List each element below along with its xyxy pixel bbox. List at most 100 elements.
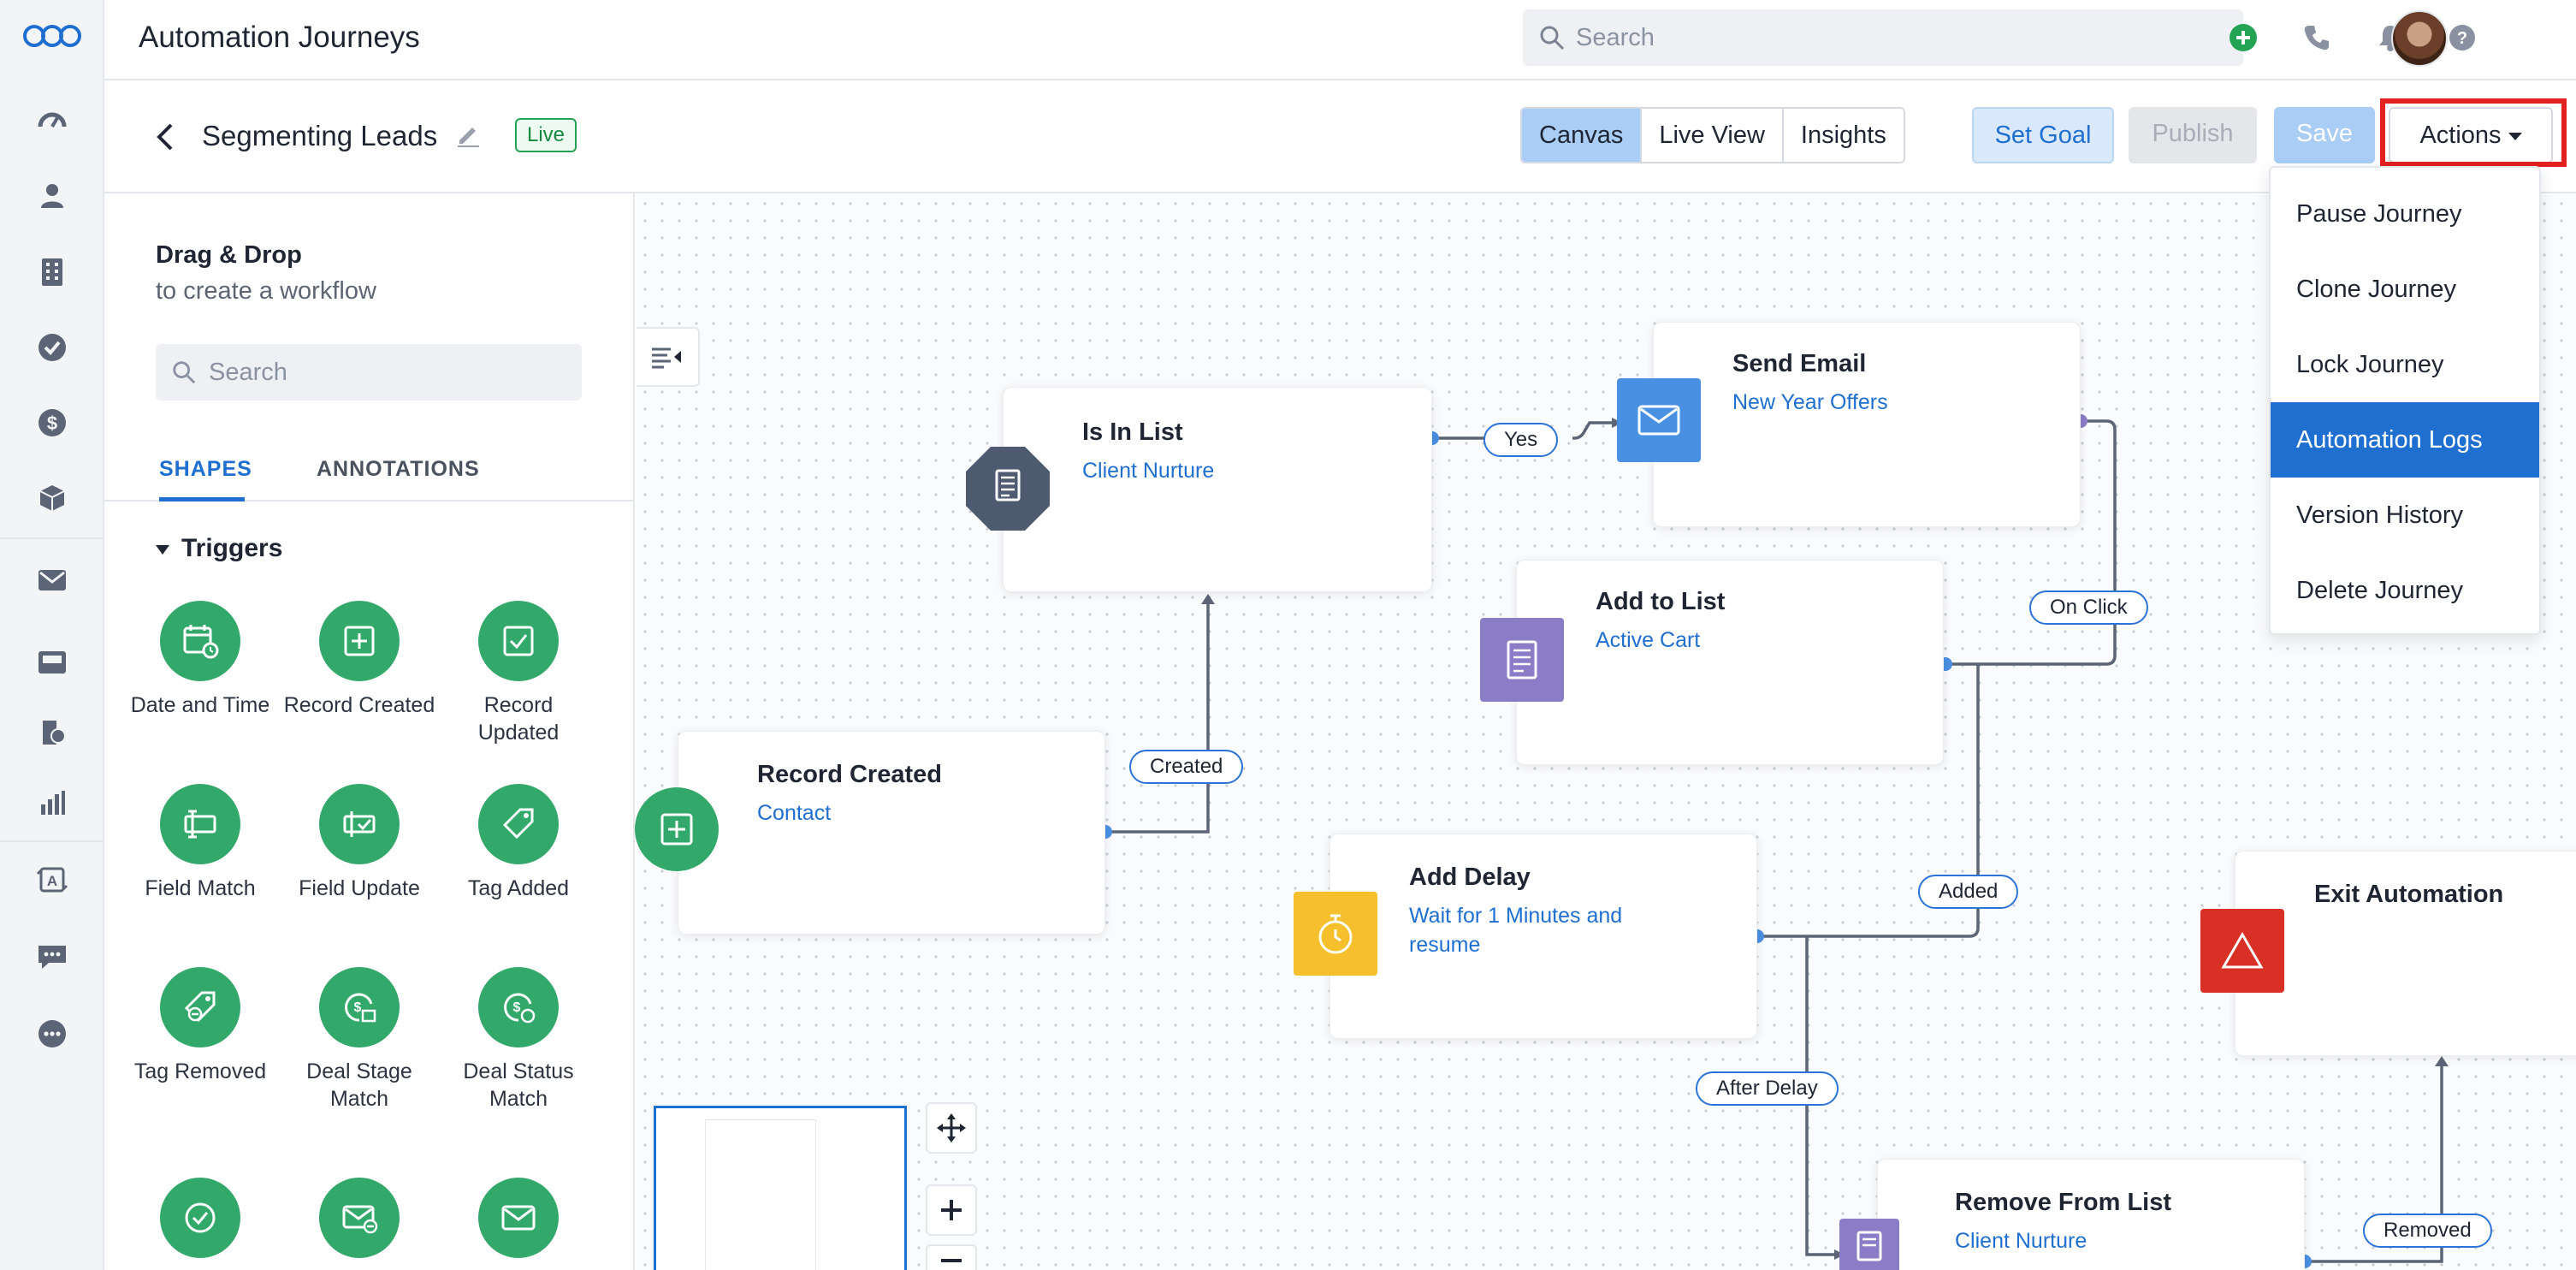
- active-tab-indicator: [159, 497, 245, 501]
- edge-label-after-delay[interactable]: After Delay: [1696, 1071, 1839, 1106]
- section-title: Triggers: [181, 534, 283, 562]
- edge-label-added[interactable]: Added: [1918, 875, 2019, 909]
- dashboard-icon[interactable]: [30, 98, 74, 142]
- shape-tag-added[interactable]: Tag Added: [441, 784, 595, 902]
- products-icon[interactable]: [30, 476, 74, 520]
- node-is-in-list[interactable]: Is In List Client Nurture: [1003, 387, 1432, 592]
- pan-tool-button[interactable]: [926, 1102, 977, 1154]
- node-subtitle: Client Nurture: [1955, 1229, 2087, 1253]
- inbox-icon[interactable]: [30, 640, 74, 685]
- list-icon: [1480, 618, 1564, 702]
- email-icon[interactable]: [30, 558, 74, 602]
- search-icon: [1540, 26, 1565, 50]
- zoom-out-button[interactable]: [926, 1244, 977, 1270]
- minimap-viewport[interactable]: [654, 1106, 907, 1270]
- node-add-to-list[interactable]: Add to List Active Cart: [1516, 560, 1944, 765]
- tag-remove-icon: [160, 967, 240, 1047]
- svg-text:$: $: [513, 1000, 521, 1015]
- journey-toolbar: Segmenting Leads Live Canvas Live View I…: [104, 82, 2576, 193]
- back-arrow-icon[interactable]: [154, 122, 178, 152]
- shape-date-and-time[interactable]: Date and Time: [123, 601, 277, 719]
- save-button[interactable]: Save: [2274, 107, 2375, 163]
- triggers-section-toggle[interactable]: Triggers: [156, 534, 282, 563]
- svg-text:?: ?: [2457, 29, 2467, 48]
- minimap-inner: [705, 1119, 816, 1270]
- menu-item-delete-journey[interactable]: Delete Journey: [2296, 577, 2464, 604]
- menu-item-pause-journey[interactable]: Pause Journey: [2296, 200, 2462, 228]
- shape-deal-status-match[interactable]: $ Deal Status Match: [441, 967, 595, 1113]
- tab-annotations[interactable]: ANNOTATIONS: [317, 457, 480, 481]
- menu-item-version-history[interactable]: Version History: [2296, 501, 2464, 529]
- shape-label: Tag Removed: [133, 1059, 267, 1083]
- more-icon[interactable]: [30, 1012, 74, 1056]
- tab-canvas[interactable]: Canvas: [1522, 109, 1643, 162]
- node-send-email[interactable]: Send Email New Year Offers: [1653, 322, 2081, 527]
- panel-tabs: SHAPES ANNOTATIONS: [104, 450, 635, 501]
- edge-label-removed[interactable]: Removed: [2363, 1214, 2492, 1248]
- menu-item-automation-logs[interactable]: Automation Logs: [2271, 402, 2539, 478]
- node-subtitle: Contact: [757, 801, 832, 825]
- shapes-search-input[interactable]: Search: [156, 344, 582, 401]
- node-add-delay[interactable]: Add Delay Wait for 1 Minutes and resume: [1329, 834, 1757, 1039]
- shapes-search-placeholder: Search: [209, 359, 287, 386]
- shape-item[interactable]: [441, 1178, 595, 1258]
- canvas-minimap[interactable]: [654, 1106, 907, 1270]
- rail-divider: [0, 537, 104, 539]
- menu-item-clone-journey[interactable]: Clone Journey: [2296, 276, 2456, 303]
- plus-square-icon: [635, 787, 719, 871]
- tab-live-view[interactable]: Live View: [1642, 109, 1784, 162]
- reports-icon[interactable]: [30, 780, 74, 825]
- tab-insights[interactable]: Insights: [1783, 109, 1904, 162]
- automation-icon[interactable]: A: [30, 858, 74, 902]
- collapse-panel-toggle[interactable]: [637, 327, 700, 387]
- tasks-icon[interactable]: [30, 325, 74, 370]
- help-icon[interactable]: ?: [2443, 19, 2481, 56]
- shape-record-created[interactable]: Record Created: [282, 601, 436, 719]
- sequences-icon[interactable]: [30, 710, 74, 755]
- node-remove-from-list[interactable]: Remove From List Client Nurture: [1877, 1159, 2305, 1270]
- field-update-icon: [319, 784, 400, 864]
- edge-label-created[interactable]: Created: [1129, 750, 1244, 784]
- list-check-icon: [966, 447, 1050, 531]
- shape-record-updated[interactable]: Record Updated: [441, 601, 595, 746]
- global-search-placeholder: Search: [1576, 24, 1655, 51]
- app-title: Automation Journeys: [139, 21, 420, 54]
- actions-button[interactable]: Actions: [2389, 107, 2553, 163]
- view-switcher: Canvas Live View Insights: [1520, 107, 1905, 163]
- shape-item[interactable]: [282, 1178, 436, 1258]
- shape-label: Tag Added: [467, 876, 570, 900]
- menu-item-lock-journey[interactable]: Lock Journey: [2296, 351, 2444, 378]
- node-title: Add Delay: [1409, 863, 1531, 891]
- caret-down-icon: [156, 544, 169, 555]
- tab-shapes[interactable]: SHAPES: [159, 457, 252, 481]
- global-search-input[interactable]: Search: [1523, 9, 2243, 66]
- node-title: Add to List: [1596, 588, 1726, 615]
- shape-field-update[interactable]: Field Update: [282, 784, 436, 902]
- shape-tag-removed[interactable]: Tag Removed: [123, 967, 277, 1085]
- contacts-icon[interactable]: [30, 173, 74, 217]
- chat-icon[interactable]: [30, 935, 74, 979]
- edge-label-on-click[interactable]: On Click: [2029, 590, 2148, 625]
- add-icon[interactable]: [2224, 19, 2262, 56]
- node-record-created[interactable]: Record Created Contact: [678, 731, 1105, 935]
- accounts-icon[interactable]: [30, 250, 74, 294]
- node-exit-automation[interactable]: Exit Automation: [2235, 851, 2576, 1056]
- node-subtitle: Wait for 1 Minutes and resume: [1409, 904, 1623, 957]
- journey-name: Segmenting Leads: [202, 120, 438, 151]
- publish-button[interactable]: Publish: [2129, 107, 2257, 163]
- phone-icon[interactable]: [2298, 19, 2336, 56]
- shape-deal-stage-match[interactable]: $ Deal Stage Match: [282, 967, 436, 1113]
- zoom-in-button[interactable]: [926, 1184, 977, 1236]
- svg-text:$: $: [47, 412, 57, 434]
- deal-status-icon: $: [478, 967, 559, 1047]
- deals-icon[interactable]: $: [30, 401, 74, 445]
- shape-field-match[interactable]: Field Match: [123, 784, 277, 902]
- list-collapse-icon: [652, 347, 681, 369]
- edit-pencil-icon[interactable]: [455, 122, 481, 147]
- user-avatar[interactable]: [2391, 10, 2448, 67]
- set-goal-button[interactable]: Set Goal: [1972, 107, 2114, 163]
- shape-label: Date and Time: [130, 693, 270, 717]
- shape-item[interactable]: [123, 1178, 277, 1258]
- logo-icon[interactable]: [22, 19, 82, 53]
- edge-label-yes[interactable]: Yes: [1483, 423, 1559, 457]
